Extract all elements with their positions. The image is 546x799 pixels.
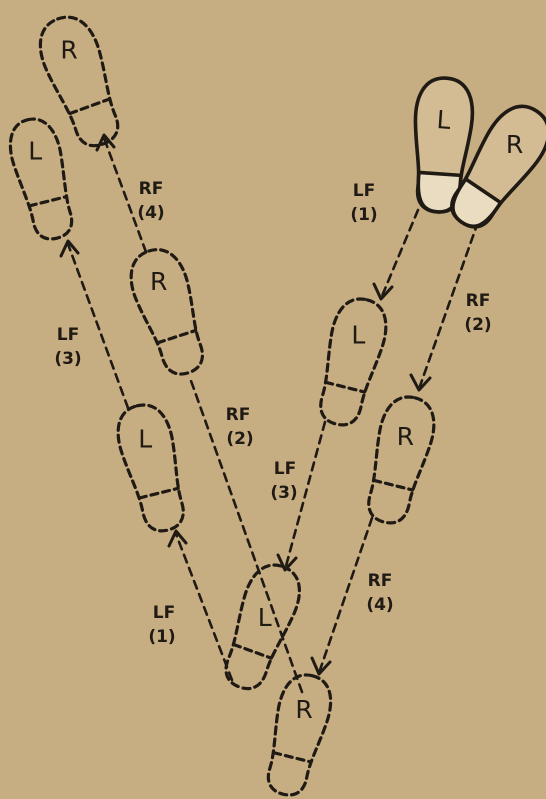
- label-rf4-left: RF (4): [137, 179, 164, 223]
- footprint-right-mid-left: R: [123, 243, 215, 382]
- label-code: RF: [226, 405, 251, 425]
- footprint-right-mid-right: R: [358, 391, 440, 528]
- label-lf3-left: LF (3): [54, 325, 81, 369]
- footprint-right-top: R: [31, 9, 130, 153]
- label-lf3-center: LF (3): [270, 459, 297, 503]
- label-step: (4): [137, 203, 164, 223]
- path-rf2-center: [190, 378, 302, 692]
- label-step: (4): [366, 595, 393, 615]
- label-code: LF: [274, 459, 296, 479]
- footprint-left-mid-left: L: [111, 399, 193, 536]
- label-step: (1): [148, 627, 175, 647]
- step-labels: LF (1) RF (2) RF (4) LF (3) RF (2) LF (3…: [54, 179, 491, 647]
- label-step: (3): [270, 483, 297, 503]
- label-code: LF: [353, 181, 375, 201]
- foot-letter: R: [295, 695, 312, 724]
- label-code: RF: [368, 571, 393, 591]
- footprint-left-right-line: L: [310, 293, 392, 430]
- label-code: LF: [57, 325, 79, 345]
- foot-letter: L: [436, 105, 452, 135]
- footprint-left-top: L: [4, 114, 81, 244]
- foot-letter: R: [60, 35, 77, 64]
- foot-letter: R: [506, 130, 523, 159]
- path-lf1-upper: [382, 210, 418, 296]
- label-code: LF: [153, 603, 175, 623]
- label-step: (3): [54, 349, 81, 369]
- path-lf1-lower: [176, 534, 232, 680]
- label-step: (2): [226, 429, 253, 449]
- label-code: RF: [139, 179, 164, 199]
- foot-letter: R: [397, 422, 414, 451]
- arrowhead-lf1-lower: [169, 531, 186, 546]
- step-paths: [68, 138, 478, 692]
- label-step: (2): [464, 315, 491, 335]
- label-lf1-lower: LF (1): [148, 603, 175, 647]
- label-lf1-upper: LF (1): [350, 181, 377, 225]
- foot-letter: R: [150, 267, 167, 296]
- path-rf4-right: [320, 518, 372, 670]
- label-rf4-right: RF (4): [366, 571, 393, 615]
- label-step: (1): [350, 205, 377, 225]
- label-rf2-upper: RF (2): [464, 291, 491, 335]
- foot-letter: L: [258, 603, 272, 632]
- label-rf2-center: RF (2): [226, 405, 254, 449]
- footprint-right-bottom: R: [258, 670, 337, 799]
- foot-letter: L: [138, 424, 152, 453]
- label-code: RF: [466, 291, 491, 311]
- foot-letter: L: [28, 136, 42, 165]
- foot-letter: L: [351, 320, 365, 349]
